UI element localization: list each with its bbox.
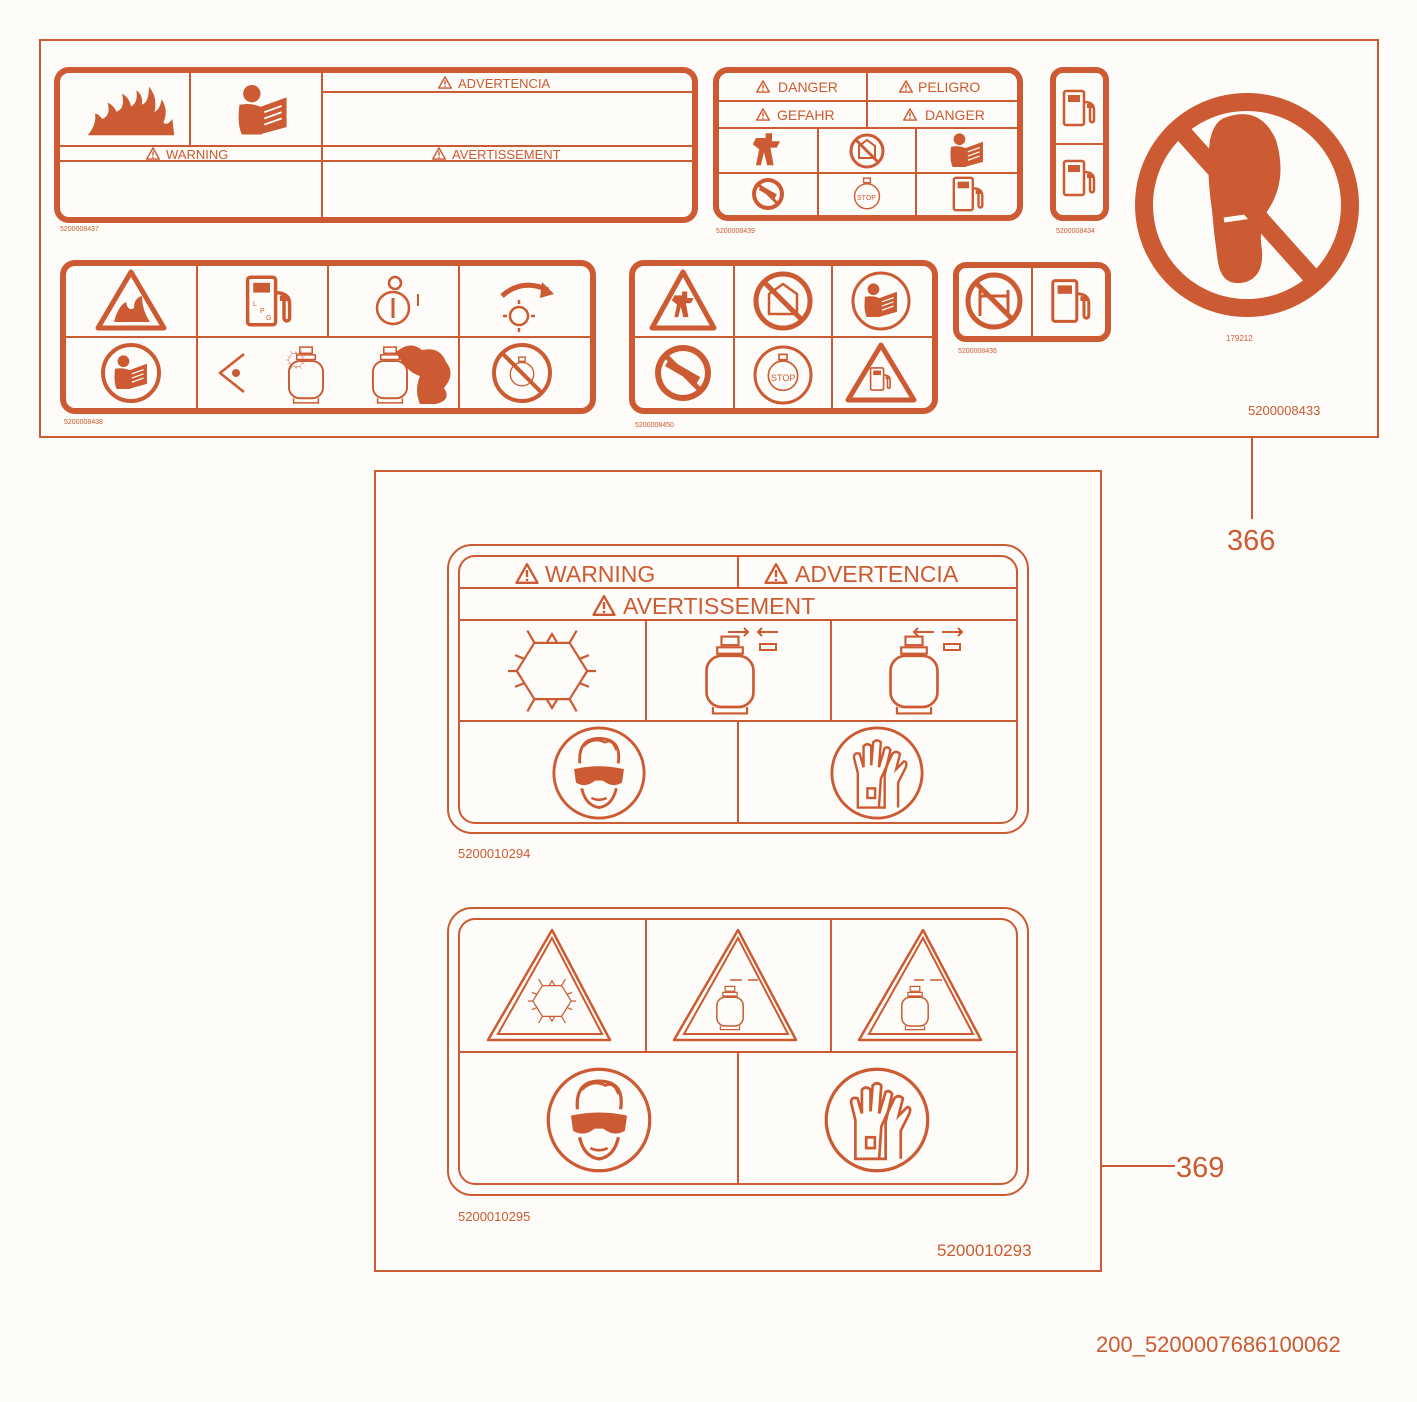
tank-disconnect-icon — [889, 627, 964, 715]
hazard-person-icon — [752, 133, 780, 166]
warning-triangle-icon — [756, 80, 770, 93]
stop-valve-icon: STOP — [753, 345, 813, 405]
label-439-peligro: PELIGRO — [918, 79, 980, 95]
label-439-stop: STOP — [857, 195, 876, 202]
lpg-pump-icon — [1051, 279, 1091, 323]
label-5200008439: DANGER PELIGRO GEFAHR DANGER STOP 520000… — [713, 67, 1023, 235]
safety-goggles-icon — [552, 726, 646, 820]
label-439-danger-1: DANGER — [778, 79, 838, 95]
pump-letter-l: L — [253, 301, 257, 308]
footer-code: 200_5200007686100062 — [1096, 1332, 1341, 1357]
tank-frost-icon — [287, 346, 325, 404]
label-5200008436: 5200008436 — [953, 262, 1111, 355]
read-manual-icon — [949, 132, 984, 168]
label-179212-part-number: 179212 — [1226, 334, 1253, 343]
tank-leak-icon — [371, 345, 451, 404]
no-enclosed-space-icon — [753, 271, 813, 331]
label-437-avertissement: AVERTISSEMENT — [452, 147, 561, 162]
callout-369: 369 — [1176, 1152, 1224, 1184]
sheet-366-part-number: 5200008433 — [1248, 403, 1320, 418]
sheet-369-frame — [374, 470, 1102, 1272]
label-439-danger-2: DANGER — [925, 107, 985, 123]
no-enclosed-space-icon — [965, 272, 1023, 330]
label-434-part-number: 5200008434 — [1056, 228, 1095, 235]
label-439-part-number: 5200008439 — [716, 228, 755, 235]
read-manual-circle-icon — [101, 343, 161, 403]
rotate-valve-icon — [500, 282, 554, 332]
label-5200008438: L P G — [60, 260, 596, 426]
no-smoking-icon — [752, 178, 784, 210]
frost-icon — [508, 629, 596, 713]
callout-366: 366 — [1227, 525, 1275, 557]
pump-letter-p: P — [260, 308, 265, 315]
tank-connect-icon — [705, 627, 778, 715]
warning-triangle-icon — [432, 147, 446, 160]
safety-goggles-icon — [546, 1067, 652, 1173]
sheet-366-frame — [39, 39, 1379, 438]
warning-triangle-icon — [592, 595, 616, 616]
lpg-pump-icon — [1062, 89, 1096, 127]
label-436-part-number: 5200008436 — [958, 348, 997, 355]
warning-triangle-icon — [899, 80, 913, 93]
lpg-pump-icon — [952, 176, 984, 212]
no-smoking-icon — [655, 345, 711, 401]
label-294-avertissement: AVERTISSEMENT — [623, 593, 815, 619]
stop-valve-icon — [853, 177, 881, 210]
fuel-warning-icon — [845, 342, 917, 403]
label-294-advertencia: ADVERTENCIA — [795, 561, 959, 587]
fuel-pump-icon — [1062, 159, 1096, 197]
label-179212: 179212 — [1135, 93, 1359, 343]
protective-gloves-icon — [830, 726, 924, 820]
label-439-gefahr: GEFAHR — [777, 107, 835, 123]
label-5200008434: 5200008434 — [1050, 67, 1109, 235]
protective-gloves-icon — [824, 1067, 930, 1173]
label-295-part-number: 5200010295 — [458, 1209, 530, 1224]
tank-connect-warning-icon — [672, 928, 798, 1042]
warning-triangle-icon — [903, 108, 917, 121]
label-450-part-number: 5200008450 — [635, 422, 674, 429]
tank-disconnect-warning-icon — [857, 928, 983, 1042]
information-icon — [375, 275, 419, 326]
hazard-person-warning-icon — [649, 269, 717, 331]
warning-triangle-icon — [438, 76, 452, 89]
fire-warning-icon — [95, 269, 167, 331]
fire-icon — [87, 86, 175, 136]
label-294-part-number: 5200010294 — [458, 846, 530, 861]
warning-triangle-icon — [146, 147, 160, 160]
label-5200008437: ADVERTENCIA WARNING AVERTISSEMENT 520000… — [54, 67, 698, 233]
inspect-eye-icon — [217, 353, 245, 393]
read-manual-icon — [237, 84, 288, 136]
label-437-advertencia: ADVERTENCIA — [458, 76, 551, 91]
warning-triangle-icon — [764, 563, 788, 584]
warning-triangle-icon — [756, 108, 770, 121]
frost-warning-icon — [486, 928, 612, 1042]
label-437-warning: WARNING — [166, 147, 228, 162]
no-enclosed-space-icon — [849, 133, 885, 169]
label-450-stop: STOP — [771, 373, 795, 383]
no-tank-icon — [492, 343, 552, 403]
warning-triangle-icon — [515, 563, 539, 584]
label-5200010294: WARNING ADVERTENCIA AVERTISSEMENT 520001… — [447, 544, 1029, 861]
pump-letter-g: G — [266, 315, 271, 322]
label-438-part-number: 5200008438 — [64, 419, 103, 426]
label-294-warning: WARNING — [545, 561, 655, 587]
label-5200008450: STOP 5200008450 — [629, 260, 938, 429]
label-5200010295: 5200010295 — [447, 907, 1029, 1224]
sheet-369-part-number: 5200010293 — [937, 1241, 1032, 1260]
label-437-part-number: 5200008437 — [60, 226, 99, 233]
read-manual-circle-icon — [851, 271, 911, 331]
